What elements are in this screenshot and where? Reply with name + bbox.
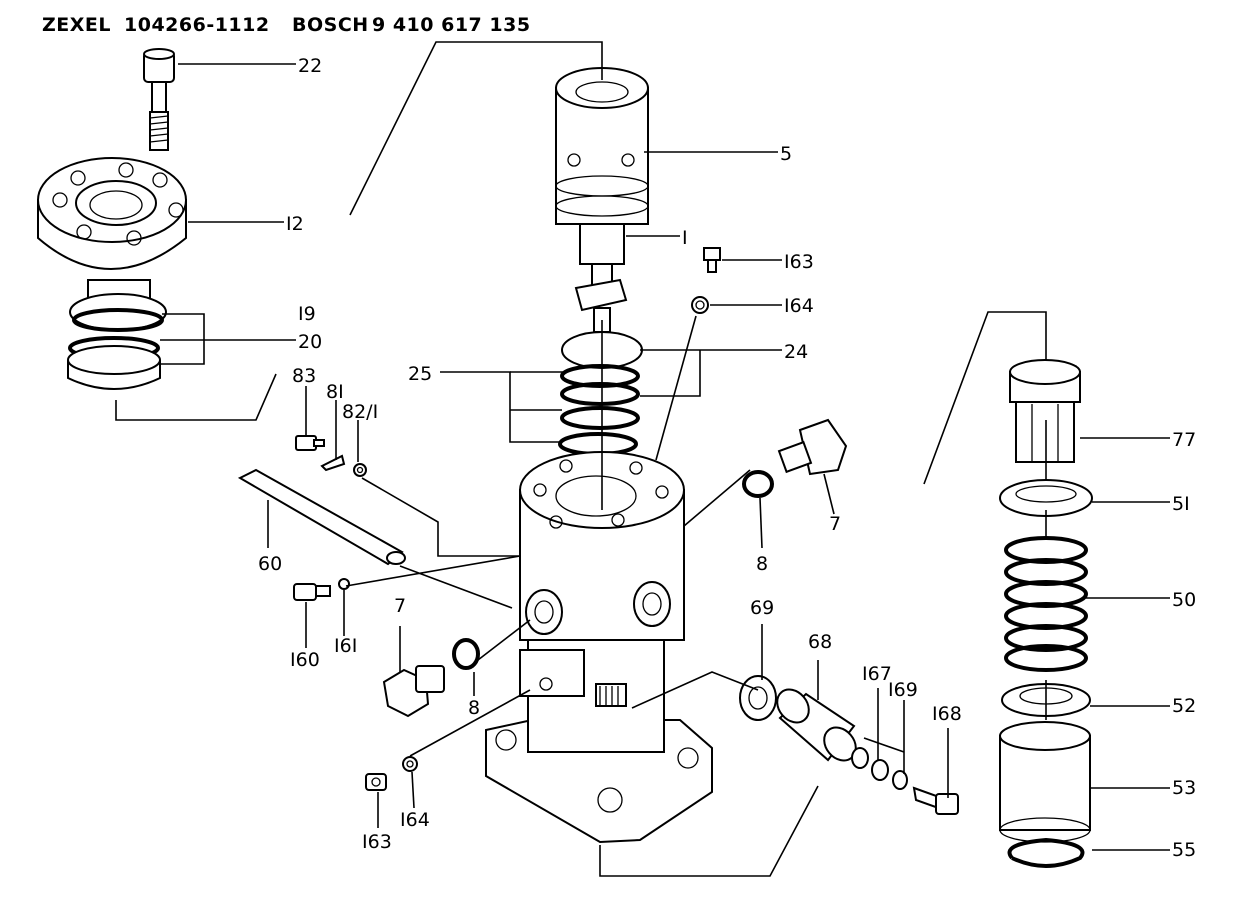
part-7-plug-left	[382, 665, 445, 718]
callout-167: I67	[862, 663, 892, 685]
callout-164-top: I64	[784, 295, 814, 317]
callout-8-left: 8	[468, 697, 480, 719]
callout-20: 20	[298, 331, 322, 353]
callout-51: 5I	[1172, 493, 1190, 515]
part-number-bosch: 9 410 617 135	[372, 14, 531, 36]
part-55-circlip	[1007, 837, 1085, 868]
callout-53: 53	[1172, 777, 1196, 799]
callout-8-right: 8	[756, 553, 768, 575]
part-8-oring-right	[742, 470, 774, 498]
callout-164-bottom: I64	[400, 809, 430, 831]
part-167-169-168	[851, 747, 959, 815]
callout-7-right: 7	[829, 513, 841, 535]
callout-82-1: 82/I	[342, 401, 378, 423]
part-163-164-bottom	[365, 756, 418, 791]
callout-12: I2	[286, 213, 304, 235]
pump-housing	[485, 451, 713, 844]
part-12-flange	[37, 157, 187, 270]
part-77-control-sleeve	[1009, 359, 1081, 463]
part-163-164-top	[691, 247, 721, 314]
part-50-spring	[1004, 536, 1088, 672]
part-83-81-82	[295, 435, 367, 477]
callout-168: I68	[932, 703, 962, 725]
callout-81: 8I	[326, 381, 344, 403]
part-68-cylinder	[776, 688, 857, 762]
part-53-sleeve	[999, 721, 1091, 843]
callout-160: I60	[290, 649, 320, 671]
callout-161: I6I	[334, 635, 357, 657]
callout-labels: 22 5 I2 I I63 I64 I9 20 24 25 83 8I 82/I…	[258, 55, 1196, 861]
part-24-25-rings	[558, 331, 643, 456]
part-7-plug-right	[777, 418, 848, 476]
assembly-lines	[115, 41, 1047, 877]
callout-55: 55	[1172, 839, 1196, 861]
callout-60: 60	[258, 553, 282, 575]
part-60-rod	[237, 468, 406, 566]
callout-69: 69	[750, 597, 774, 619]
part-5-barrel	[555, 67, 649, 225]
part-1-plunger	[574, 223, 628, 333]
part-22-bolt	[143, 48, 175, 151]
callout-163-bottom: I63	[362, 831, 392, 853]
callout-83: 83	[292, 365, 316, 387]
part-number-zexel: 104266-1112	[124, 14, 270, 36]
brand-bosch: BOSCH	[292, 14, 369, 36]
part-8-oring-left	[452, 638, 480, 670]
part-19-20-rings	[67, 279, 167, 390]
callout-1: I	[682, 227, 688, 249]
callout-77: 77	[1172, 429, 1196, 451]
callout-7-left: 7	[394, 595, 406, 617]
callout-5: 5	[780, 143, 792, 165]
callout-169: I69	[888, 679, 918, 701]
callout-68: 68	[808, 631, 832, 653]
callout-24: 24	[784, 341, 808, 363]
callout-leaders	[160, 63, 1170, 851]
callout-25: 25	[408, 363, 432, 385]
callout-50: 50	[1172, 589, 1196, 611]
callout-22: 22	[298, 55, 322, 77]
callout-19: I9	[298, 303, 316, 325]
part-69-washer	[739, 675, 777, 721]
callout-52: 52	[1172, 695, 1196, 717]
part-160-161	[293, 578, 350, 601]
brand-zexel: ZEXEL	[42, 14, 111, 36]
callout-163-top: I63	[784, 251, 814, 273]
